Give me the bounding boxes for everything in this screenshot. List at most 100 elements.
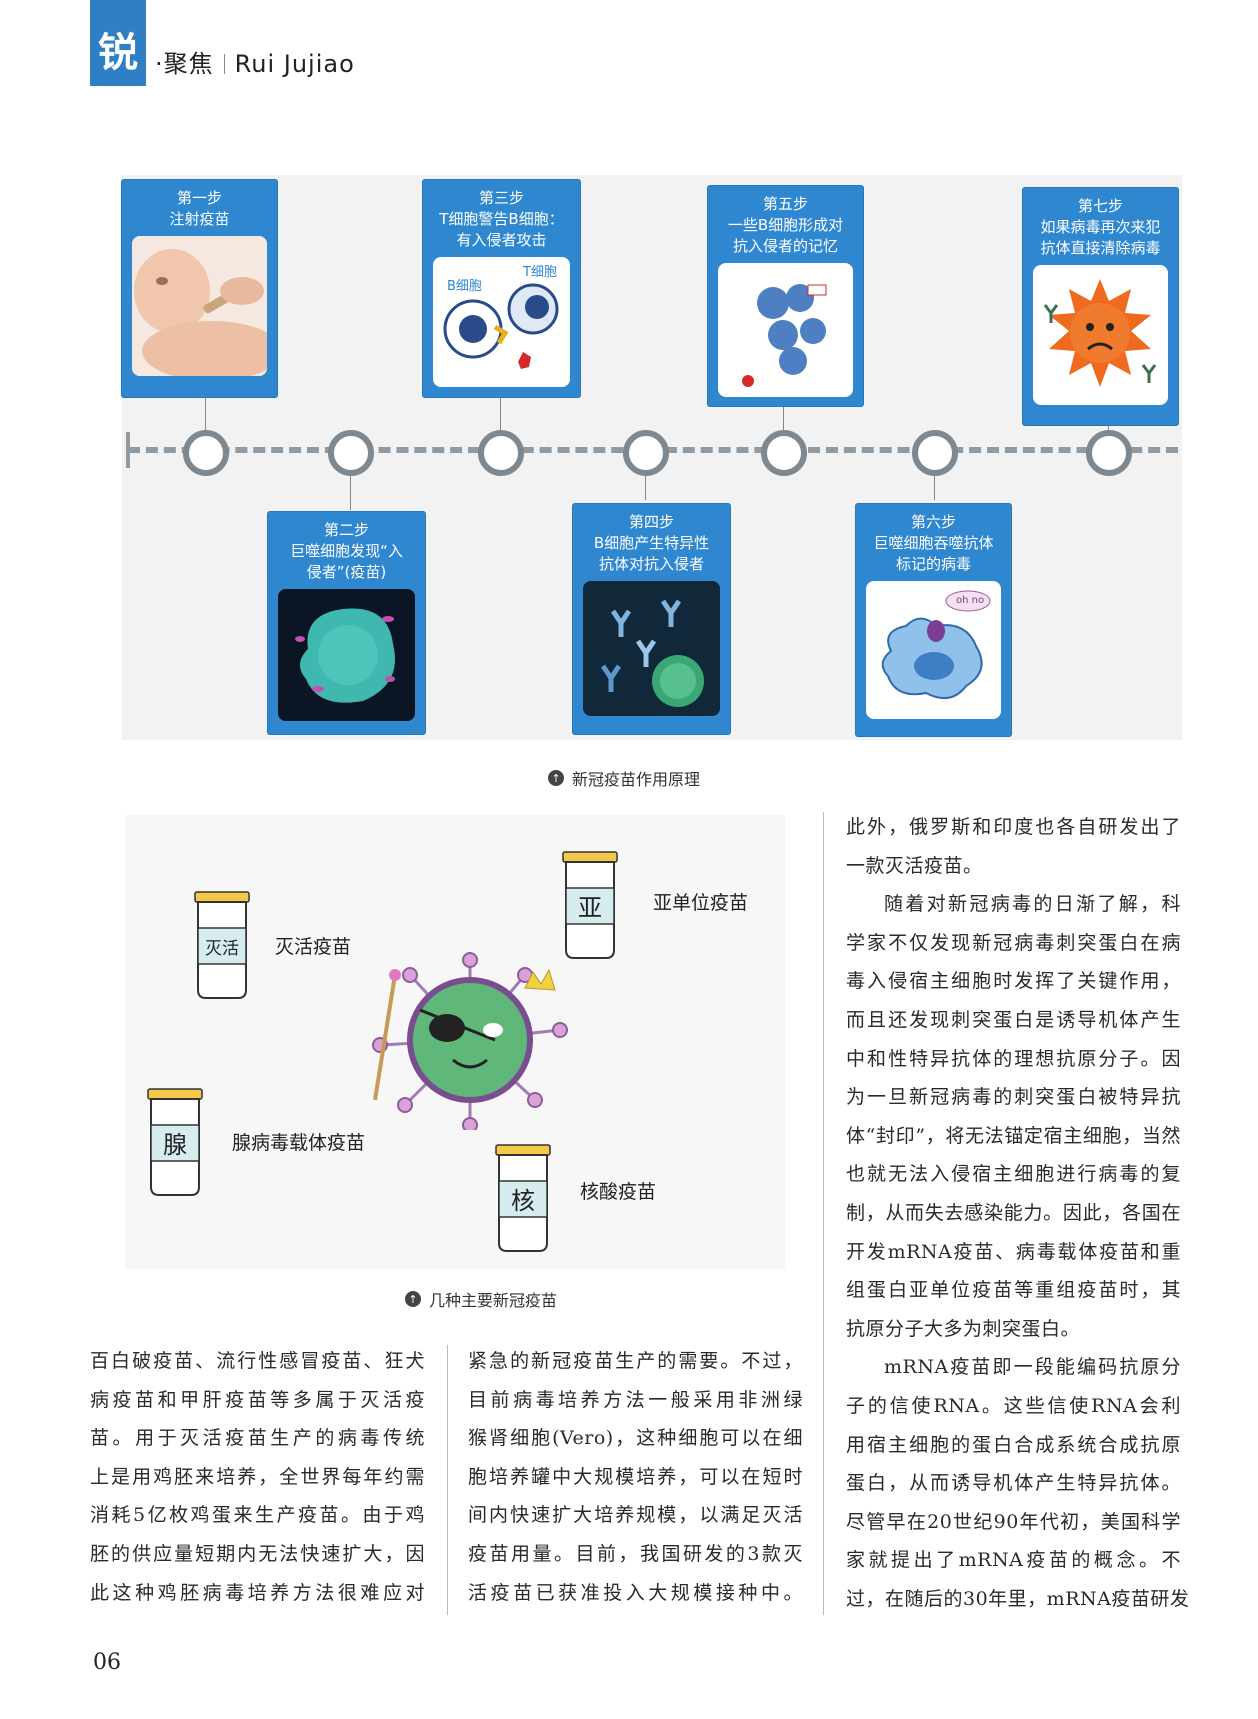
t-cell-label: T细胞 <box>523 265 557 280</box>
scepter-icon <box>373 969 401 1101</box>
step-card-5: 第五步 一些B细胞形成对 抗入侵者的记忆 <box>708 186 863 406</box>
text-line: 胚的供应量短期内无法快速扩大，因 <box>90 1542 425 1565</box>
pirate-virus-icon <box>372 952 568 1130</box>
timeline-node-3 <box>478 430 524 476</box>
text-line: 而且还发现刺突蛋白是诱导机体产生 <box>846 1008 1181 1031</box>
baby-injection-icon <box>132 236 267 376</box>
step-card-4: 第四步 B细胞产生特异性 抗体对抗入侵者 <box>573 504 730 734</box>
step-card-2: 第二步 巨噬细胞发现“入 侵者”(疫苗) <box>268 512 425 734</box>
timeline-node-6 <box>912 430 958 476</box>
injection-illustration <box>132 236 267 376</box>
figure-caption: ↑ 新冠疫苗作用原理 <box>548 766 700 790</box>
step-card-7: 第七步 如果病毒再次来犯 抗体直接清除病毒 <box>1023 188 1178 425</box>
connector-line <box>1108 420 1109 431</box>
jar-char: 腺 <box>163 1131 187 1159</box>
macrophage-illustration <box>278 589 415 721</box>
page-number: 06 <box>93 1650 121 1675</box>
text-line: 胞培养罐中大规模培养，可以在短时 <box>468 1465 803 1488</box>
caption-bullet-icon: ↑ <box>405 1291 421 1307</box>
text-line: 组蛋白亚单位疫苗等重组疫苗时，其 <box>846 1279 1181 1302</box>
figure-caption-text: 新冠疫苗作用原理 <box>572 770 701 789</box>
connector-line <box>783 400 784 431</box>
text-line: 百白破疫苗、流行性感冒疫苗、狂犬 <box>90 1350 425 1372</box>
text-line: 苗。用于灭活疫苗生产的病毒传统 <box>90 1427 425 1450</box>
step-card-6: 第六步 巨噬细胞吞噬抗体 标记的病毒 oh no <box>856 504 1011 736</box>
memory-b-cell-illustration <box>718 263 853 397</box>
body-column-3: 此外，俄罗斯和印度也各自研发出了一款灭活疫苗。随着对新冠病毒的日渐了解，科学家不… <box>846 808 1189 1618</box>
header-divider <box>223 54 225 74</box>
text-line: 活疫苗已获准投入大规模接种中。 <box>468 1581 803 1604</box>
figure-caption: ↑ 几种主要新冠疫苗 <box>405 1287 557 1311</box>
step-title: 第五步 一些B细胞形成对 抗入侵者的记忆 <box>727 195 844 255</box>
figure-caption-text: 几种主要新冠疫苗 <box>429 1291 558 1310</box>
section-logo-block: 锐 <box>90 0 146 86</box>
jar-label-nucleic-acid: 核酸疫苗 <box>580 1181 657 1203</box>
step-title: 第三步 T细胞警告B细胞： 有入侵者攻击 <box>439 189 564 249</box>
text-line: 为一旦新冠病毒的刺突蛋白被特异抗 <box>846 1086 1181 1109</box>
text-line: 消耗5亿枚鸡蛋来生产疫苗。由于鸡 <box>90 1504 425 1527</box>
jar-label-inactivated: 灭活疫苗 <box>275 936 352 958</box>
nucleic-acid-vaccine-jar-icon: 核 <box>495 1144 551 1252</box>
column-divider <box>823 812 824 1615</box>
body-column-1: 百白破疫苗、流行性感冒疫苗、狂犬病疫苗和甲肝疫苗等多属于灭活疫苗。用于灭活疫苗生… <box>90 1342 425 1612</box>
timeline-node-7 <box>1086 430 1132 476</box>
adenovirus-vaccine-jar-icon: 腺 <box>147 1088 203 1196</box>
text-line: 目前病毒培养方法一般采用非洲绿 <box>468 1388 803 1411</box>
virus-cleared-illustration <box>1033 265 1168 405</box>
text-line: 上是用鸡胚来培养，全世界每年约需 <box>90 1465 425 1488</box>
speech-bubble-text: oh no <box>956 595 985 606</box>
text-line: 紧急的新冠疫苗生产的需要。不过， <box>468 1350 803 1372</box>
text-line: 用宿主细胞的蛋白合成系统合成抗原 <box>846 1433 1181 1456</box>
text-line: 尽管早在20世纪90年代初，美国科学 <box>846 1510 1181 1533</box>
jar-label-adenovirus: 腺病毒载体疫苗 <box>232 1132 366 1154</box>
body-column-2: 紧急的新冠疫苗生产的需要。不过， 目前病毒培养方法一般采用非洲绿猴肾细胞(Vero… <box>468 1342 803 1612</box>
text-line: 病疫苗和甲肝疫苗等多属于灭活疫 <box>90 1388 425 1411</box>
jar-char: 亚 <box>578 894 602 922</box>
text-line: 制，从而失去感染能力。因此，各国在 <box>846 1201 1181 1224</box>
antibody-illustration <box>583 581 720 716</box>
text-line: 疫苗用量。目前，我国研发的3款灭 <box>468 1542 803 1565</box>
connector-line <box>934 470 935 500</box>
text-line: 一款灭活疫苗。 <box>846 854 983 877</box>
section-name: ·聚焦 <box>155 50 214 78</box>
text-line: mRNA疫苗即一段能编码抗原分 <box>884 1356 1181 1379</box>
text-line: 家就提出了mRNA疫苗的概念。不 <box>846 1549 1181 1572</box>
timeline-node-4 <box>623 430 669 476</box>
text-line: 蛋白，从而诱导机体产生特异抗体。 <box>846 1472 1181 1495</box>
timeline-node-2 <box>328 430 374 476</box>
step-title: 第一步 注射疫苗 <box>169 189 230 228</box>
macrophage-engulf-icon <box>881 590 991 700</box>
text-line: 间内快速扩大培养规模，以满足灭活 <box>468 1504 803 1527</box>
caption-bullet-icon: ↑ <box>548 770 564 786</box>
text-line: 猴肾细胞(Vero)，这种细胞可以在细 <box>468 1427 803 1450</box>
text-line: 毒入侵宿主细胞时发挥了关键作用， <box>846 970 1181 993</box>
jar-char: 核 <box>511 1187 535 1215</box>
step-title: 第六步 巨噬细胞吞噬抗体 标记的病毒 <box>873 513 994 573</box>
macrophage-cell-icon <box>278 589 415 721</box>
text-line: 也就无法入侵宿主细胞进行病毒的复 <box>846 1163 1181 1186</box>
jar-char: 灭活 <box>205 939 239 959</box>
text-line: 此外，俄罗斯和印度也各自研发出了 <box>846 816 1181 838</box>
step-card-3: 第三步 T细胞警告B细胞： 有入侵者攻击 B细胞 T细胞 <box>423 180 580 397</box>
angry-virus-icon <box>1043 279 1157 387</box>
connector-line <box>350 470 351 510</box>
phagocytosis-illustration: oh no <box>866 581 1001 719</box>
text-line: 学家不仅发现新冠病毒刺突蛋白在病 <box>846 931 1181 954</box>
step-title: 第四步 B细胞产生特异性 抗体对抗入侵者 <box>593 513 710 573</box>
connector-line <box>205 393 206 431</box>
timeline-node-5 <box>761 430 807 476</box>
text-line: 中和性特异抗体的理想抗原分子。因 <box>846 1047 1181 1070</box>
step-title: 第二步 巨噬细胞发现“入 侵者”(疫苗) <box>290 521 403 581</box>
subunit-vaccine-jar-icon: 亚 <box>562 851 618 959</box>
lymphocyte-icon <box>443 283 559 369</box>
step-card-1: 第一步 注射疫苗 <box>122 180 277 397</box>
b-cell-label: B细胞 <box>447 279 482 294</box>
connector-line <box>645 470 646 500</box>
connector-line <box>500 393 501 431</box>
text-line: 开发mRNA疫苗、病毒载体疫苗和重 <box>846 1240 1181 1263</box>
step-title: 第七步 如果病毒再次来犯 抗体直接清除病毒 <box>1040 197 1161 257</box>
inactivated-vaccine-jar-icon: 灭活 <box>194 891 250 999</box>
t-cell-b-cell-illustration: B细胞 T细胞 <box>433 257 570 387</box>
column-divider <box>447 1345 448 1615</box>
